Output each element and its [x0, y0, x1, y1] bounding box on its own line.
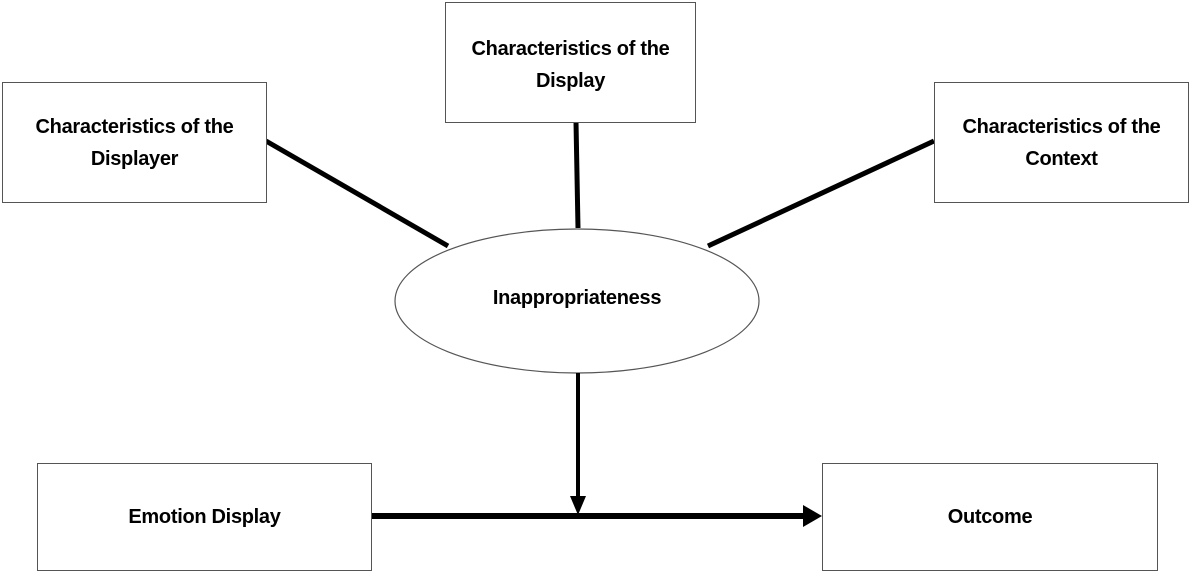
display-label-line2: Display — [535, 70, 606, 92]
inappropriateness-label: Inappropriateness — [492, 287, 662, 309]
displayer-characteristics-label: Characteristics of the Displayer — [36, 111, 234, 175]
emotion-display-box: Emotion Display — [37, 463, 372, 571]
context-label-line1: Characteristics of the — [962, 115, 1161, 138]
connector-context-to-inappropriateness — [706, 138, 936, 249]
displayer-label-line1: Characteristics of the — [35, 115, 234, 138]
display-characteristics-box: Characteristics of the Display — [445, 2, 696, 123]
context-characteristics-label: Characteristics of the Context — [963, 111, 1161, 175]
outcome-label: Outcome — [947, 506, 1033, 528]
outcome-box: Outcome — [822, 463, 1158, 571]
moderation-arrowhead — [570, 496, 586, 515]
connector-display-to-inappropriateness — [573, 121, 581, 229]
display-characteristics-label: Characteristics of the Display — [472, 33, 670, 97]
context-label-line2: Context — [1025, 147, 1098, 170]
display-label-line1: Characteristics of the — [471, 38, 670, 60]
connector-displayer-to-inappropriateness — [264, 138, 450, 249]
displayer-characteristics-box: Characteristics of the Displayer — [2, 82, 267, 203]
displayer-label-line2: Displayer — [90, 147, 179, 170]
inappropriateness-node: Inappropriateness — [395, 229, 759, 373]
emotion-display-label: Emotion Display — [128, 506, 281, 528]
emotion-to-outcome-arrowhead — [803, 505, 822, 527]
context-characteristics-box: Characteristics of the Context — [934, 82, 1189, 203]
